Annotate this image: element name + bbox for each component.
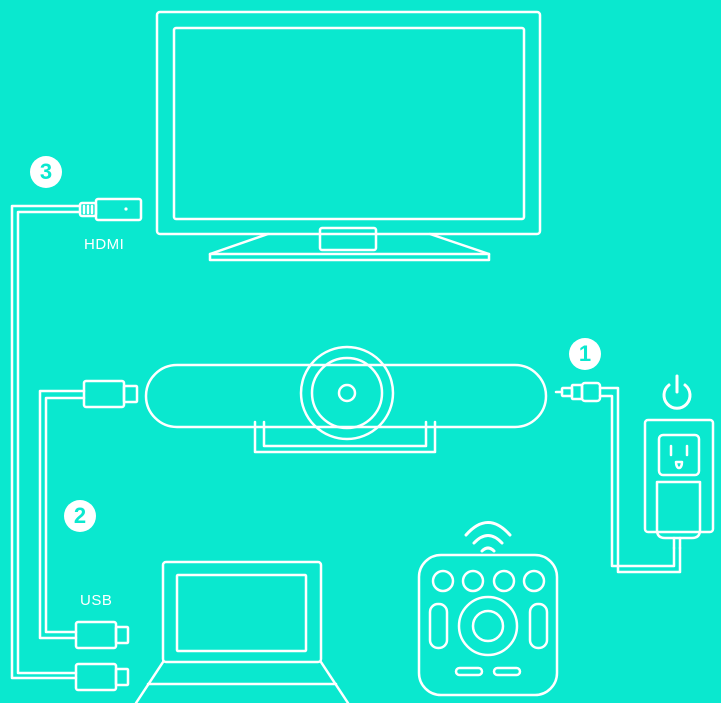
step-3-badge: 3 (30, 156, 62, 188)
audio-jack-icon (554, 381, 682, 574)
usb-plug-icon (74, 620, 130, 692)
hdmi-plug-icon (78, 197, 143, 222)
wifi-icon (464, 521, 512, 553)
laptop-icon (134, 560, 350, 703)
hdmi-label: HDMI (84, 236, 125, 253)
wall-outlet-icon (643, 418, 715, 550)
remote-icon (417, 553, 559, 697)
tv-icon (155, 10, 542, 262)
usb-label: USB (80, 592, 113, 609)
usb-cable-camera (38, 379, 139, 640)
step-2-badge: 2 (64, 500, 96, 532)
power-icon (662, 374, 692, 410)
step-1-badge: 1 (569, 338, 601, 370)
camera-icon (144, 345, 548, 454)
hdmi-cable (10, 204, 82, 680)
